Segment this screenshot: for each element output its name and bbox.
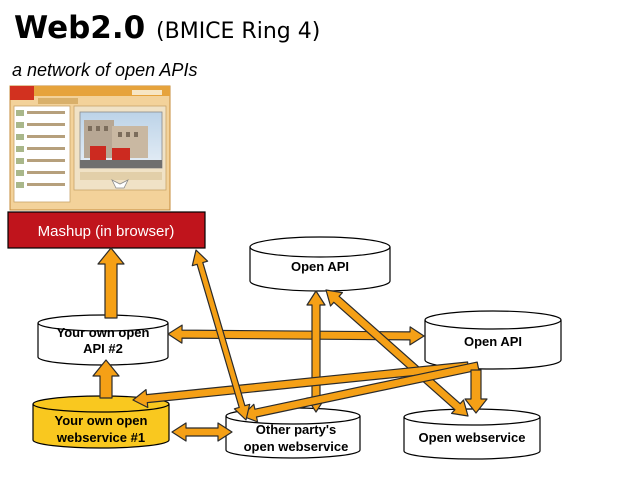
arrow-other-ws-to-mashup [191,249,251,421]
own-webservice-label-line1: Your own open [55,413,148,428]
open-webservice-node: Open webservice [403,408,541,460]
arrow-own-api-to-open-api-right [167,324,425,346]
arrow-open-api-right-to-other-ws [241,361,480,423]
own-webservice-node: Your own open webservice #1 [32,395,170,449]
arrow-own-ws-to-other-ws [171,422,233,442]
arrow-open-api-top-to-other-ws [306,290,326,413]
own-api-node: Your own open API #2 [37,314,169,366]
other-webservice-label-line1: Other party's [256,422,336,437]
open-api-top-shape [249,236,391,292]
other-webservice-label-line2: open webservice [244,439,349,454]
open-api-top-label: Open API [291,259,349,274]
arrows-layer [92,247,488,442]
own-api-label-line2: API #2 [83,341,123,356]
mashup-node: Mashup (in browser) [7,211,206,249]
title-main: Web2.0 [14,10,146,46]
arrow-open-api-right-to-open-ws [464,369,488,414]
other-webservice-node: Other party's open webservice [225,407,361,459]
own-webservice-shape [32,395,170,449]
open-api-top-node: Open API [249,236,391,292]
open-api-right-node: Open API [424,310,562,370]
open-webservice-shape [403,408,541,460]
page-subtitle: a network of open APIs [12,60,198,80]
mashup-screenshot-image [9,85,171,211]
open-api-right-label: Open API [464,334,522,349]
arrow-own-api-to-mashup [97,247,125,319]
mashup-box [7,211,206,249]
arrow-own-ws-to-own-api [92,359,120,399]
own-api-label-line1: Your own open [57,325,150,340]
arrow-open-api-top-to-open-ws [325,289,469,417]
page-title: Web2.0 (BMICE Ring 4) [14,10,320,50]
open-webservice-label: Open webservice [419,430,526,445]
own-webservice-label-line2: webservice #1 [56,430,145,445]
title-sub: (BMICE Ring 4) [156,19,321,44]
own-api-shape [37,314,169,366]
mashup-label: Mashup (in browser) [38,223,175,240]
